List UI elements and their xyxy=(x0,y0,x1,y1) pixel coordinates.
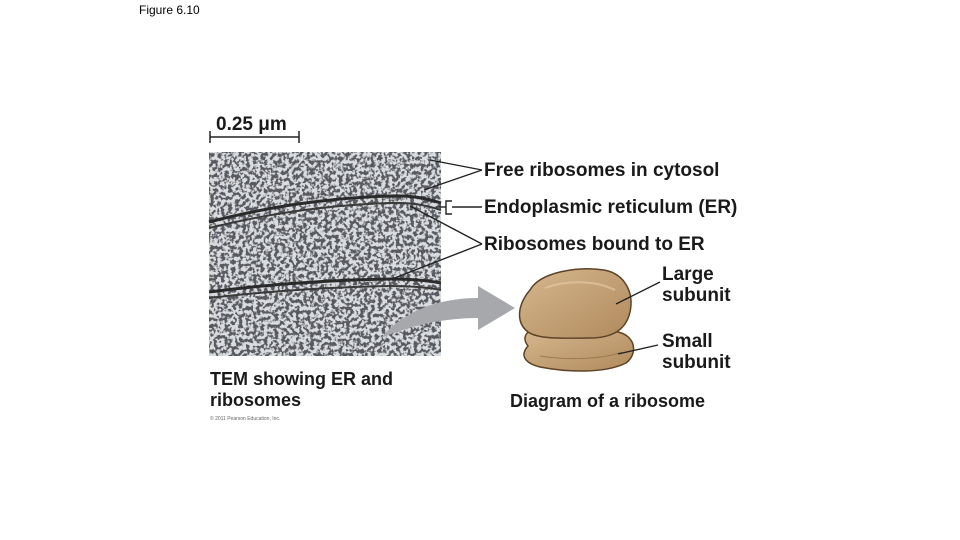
free-ribosomes-label: Free ribosomes in cytosol xyxy=(484,160,720,181)
diagram-caption: Diagram of a ribosome xyxy=(510,391,706,411)
callout-leaders xyxy=(391,159,483,280)
large-subunit-label-line1: Large xyxy=(662,264,714,285)
scale-bar xyxy=(209,131,300,143)
large-subunit-label-line2: subunit xyxy=(662,285,731,306)
tem-caption-line2: ribosomes xyxy=(210,390,302,410)
figure-label: Figure 6.10 xyxy=(139,3,200,17)
large-subunit-label: Large subunit xyxy=(662,264,731,306)
curved-arrow xyxy=(381,286,515,338)
bound-ribosomes-label: Ribosomes bound to ER xyxy=(484,234,705,255)
small-subunit-label: Small subunit xyxy=(662,331,731,373)
copyright-notice: © 2011 Pearson Education, Inc. xyxy=(210,416,281,422)
er-label: Endoplasmic reticulum (ER) xyxy=(484,197,738,218)
small-subunit-label-line1: Small xyxy=(662,331,713,352)
scale-bar-label: 0.25 μm xyxy=(216,114,287,135)
small-subunit-label-line2: subunit xyxy=(662,352,731,373)
tem-caption-line1: TEM showing ER and xyxy=(210,369,393,389)
ribosome-diagram xyxy=(518,268,635,372)
ribosome-leaders xyxy=(615,281,661,355)
large-subunit-shape xyxy=(518,268,632,339)
tem-caption: TEM showing ER and ribosomes xyxy=(210,369,393,411)
